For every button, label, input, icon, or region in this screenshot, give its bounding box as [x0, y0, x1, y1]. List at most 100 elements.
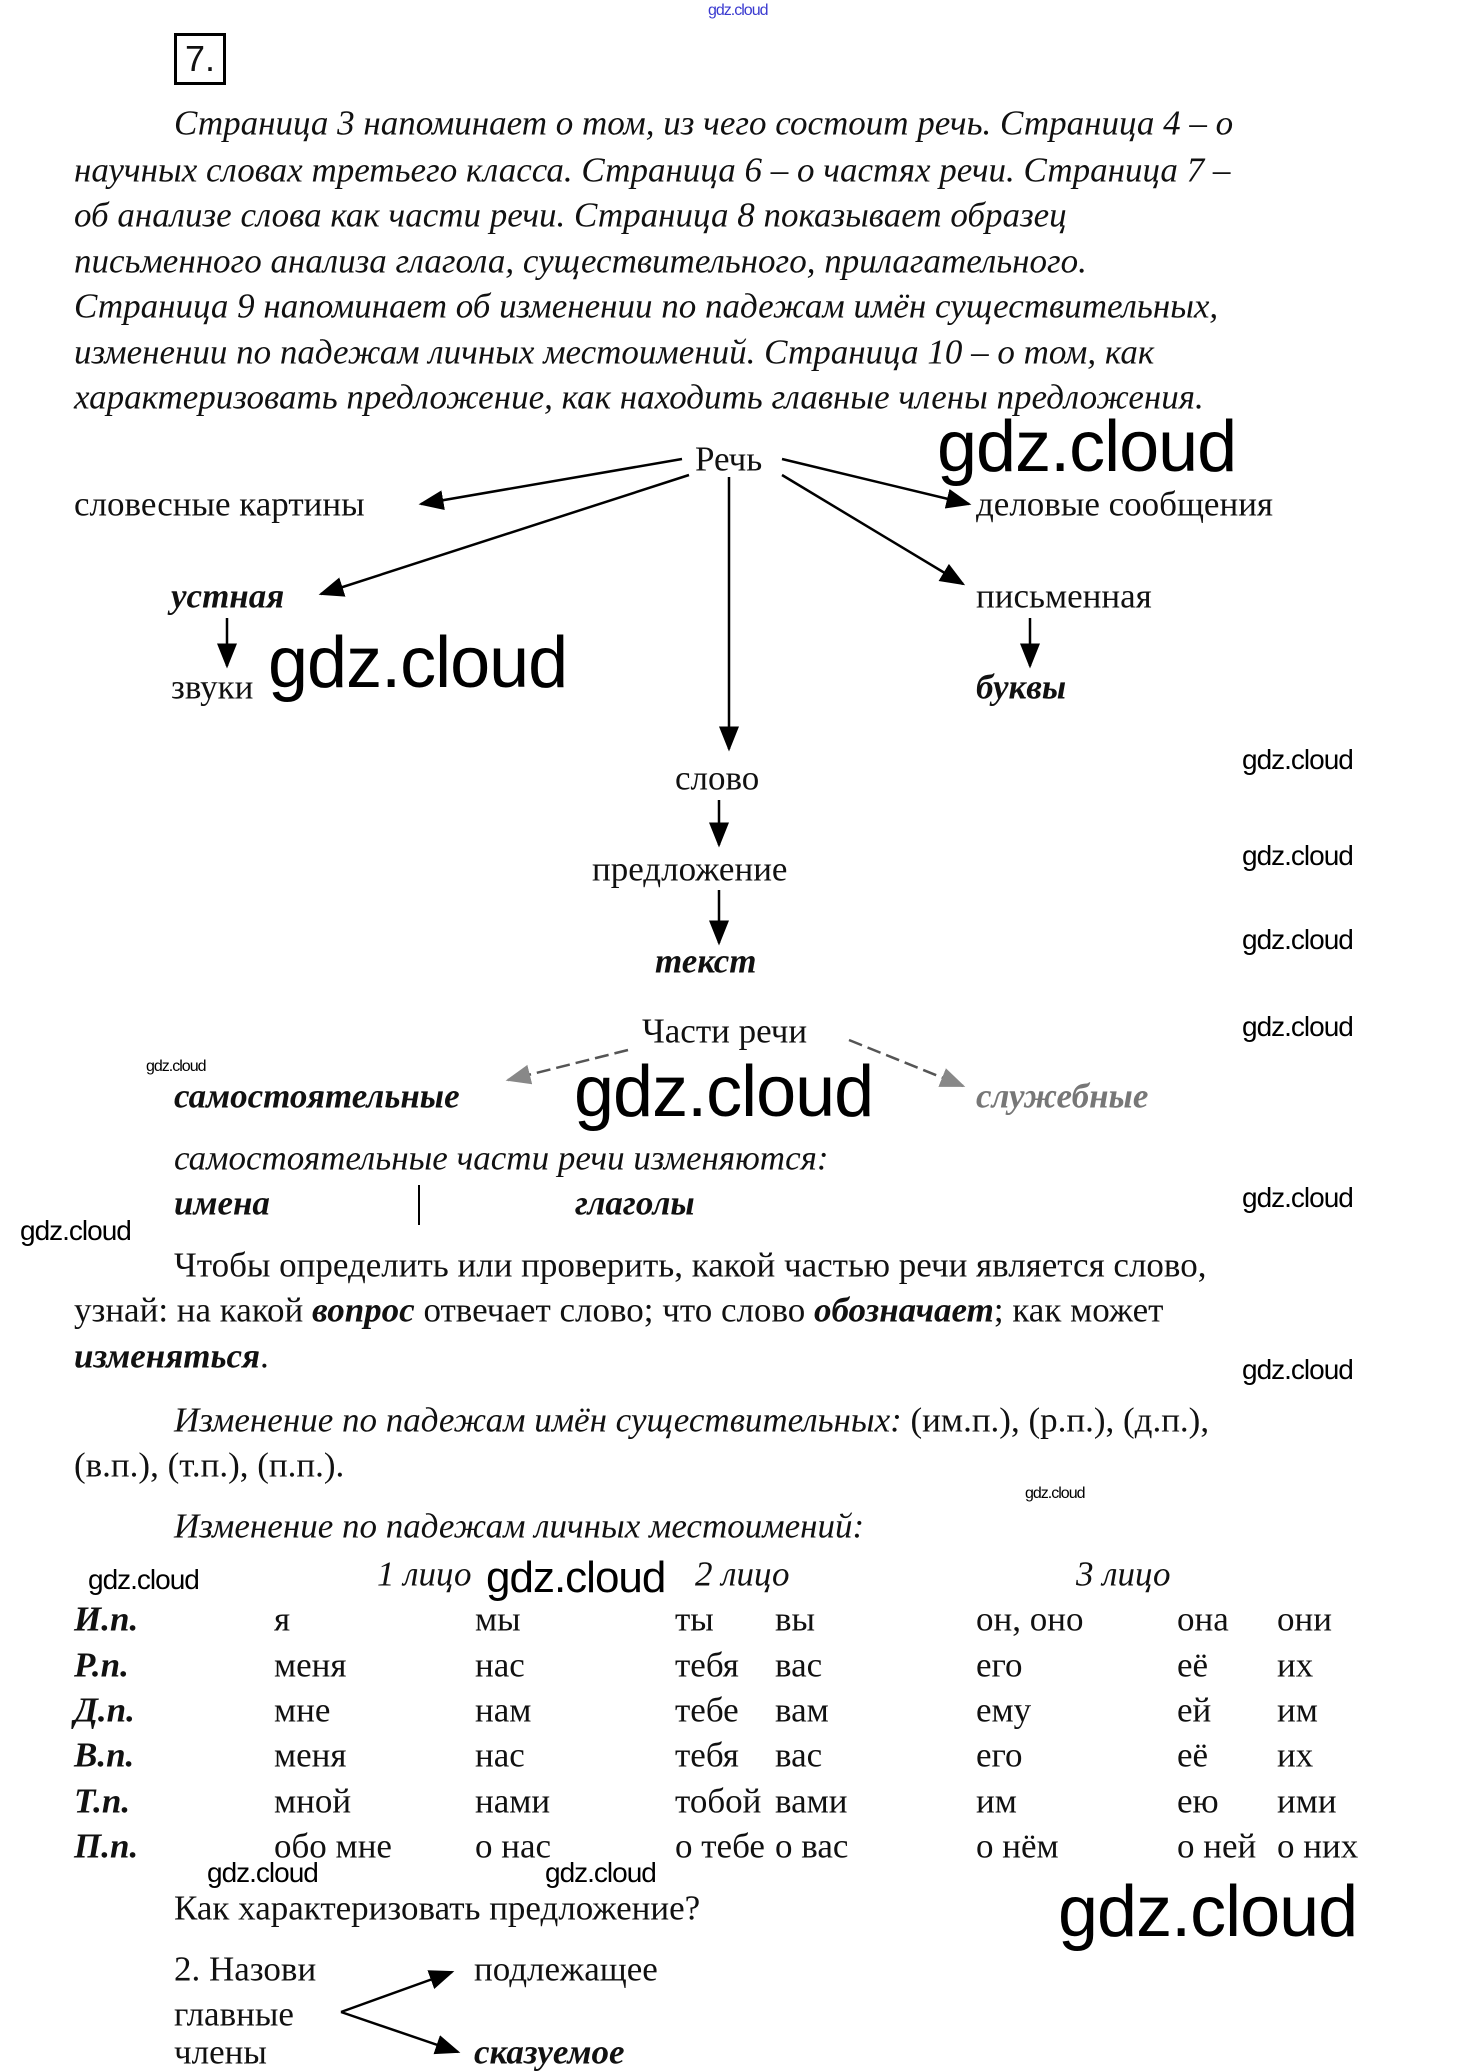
predicate: сказуемое	[474, 2032, 625, 2072]
case-label: И.п.	[74, 1599, 139, 1639]
word: слово	[675, 758, 760, 798]
check-line: узнай: на какой вопрос отвечает слово; ч…	[74, 1293, 1163, 1328]
pronoun-cell: им	[976, 1781, 1017, 1821]
pronoun-cell: вами	[775, 1781, 848, 1821]
watermark: gdz.cloud	[545, 1857, 657, 1888]
text-span: .	[260, 1336, 269, 1376]
arrow-to-predicate	[340, 2010, 461, 2055]
change-note: самостоятельные части речи изменяются:	[174, 1138, 829, 1178]
pronoun-cell: они	[1277, 1599, 1332, 1639]
case-label: П.п.	[74, 1826, 139, 1866]
person-header: 3 лицо	[1076, 1554, 1171, 1594]
pronoun-cell: о ней	[1177, 1826, 1257, 1866]
case-label: В.п.	[74, 1735, 135, 1775]
pronoun-cell: о нас	[475, 1826, 552, 1866]
check-line: Чтобы определить или проверить, какой ча…	[174, 1245, 1207, 1285]
watermark: gdz.cloud	[937, 407, 1237, 487]
oral-speech: устная	[171, 576, 285, 616]
noun-cases-line: (в.п.), (т.п.), (п.п.).	[74, 1445, 345, 1485]
paragraph-line: письменного анализа глагола, существител…	[74, 241, 1087, 281]
pronoun-cell: о тебе	[675, 1826, 765, 1866]
step-line: главные	[174, 1994, 294, 2034]
pronoun-cell: их	[1277, 1645, 1314, 1685]
paragraph-line: Страница 3 напоминает о том, из чего сос…	[174, 103, 1234, 143]
case-label: Р.п.	[74, 1645, 129, 1685]
pronoun-cell: вы	[775, 1599, 816, 1639]
pronoun-cell: ты	[675, 1599, 714, 1639]
parts-of-speech-root: Части речи	[642, 1011, 808, 1051]
written-speech: письменная	[976, 576, 1152, 616]
sounds: звуки	[171, 667, 254, 707]
pronoun-cell: я	[274, 1599, 291, 1639]
pronoun-cell: нас	[475, 1645, 525, 1685]
step-line: 2. Назови	[174, 1949, 317, 1989]
watermark: gdz.cloud	[20, 1215, 132, 1246]
business-messages: деловые сообщения	[976, 484, 1274, 524]
emphasis-question: вопрос	[312, 1290, 415, 1330]
text-span: ; как может	[993, 1290, 1164, 1330]
sentence-question: Как характеризовать предложение?	[174, 1888, 701, 1928]
pronoun-cell: их	[1277, 1735, 1314, 1775]
pronoun-cell: нас	[475, 1735, 525, 1775]
pronoun-cell: он, оно	[976, 1599, 1084, 1639]
pronoun-cell: его	[976, 1645, 1023, 1685]
pronoun-cell: вас	[775, 1735, 823, 1775]
watermark: gdz.cloud	[1242, 1354, 1354, 1385]
watermark: gdz.cloud	[268, 623, 568, 703]
text: текст	[655, 941, 757, 981]
pronoun-cell: её	[1177, 1645, 1209, 1685]
arrow-to-business	[781, 457, 972, 509]
emphasis-change: изменяться	[74, 1336, 261, 1376]
person-header: 1 лицо	[377, 1554, 472, 1594]
pronoun-cell: нами	[475, 1781, 551, 1821]
person-header: 2 лицо	[695, 1554, 790, 1594]
verbal-pictures: словесные картины	[74, 484, 365, 524]
pronoun-cell: тебе	[675, 1690, 739, 1730]
speech-root: Речь	[695, 439, 763, 479]
watermark: gdz.cloud	[1242, 840, 1354, 871]
paragraph-line: научных словах третьего класса. Страница…	[74, 150, 1231, 190]
arrow-to-oral	[318, 473, 690, 597]
paragraph-line: изменении по падежам личных местоимений.…	[74, 332, 1155, 372]
text-span: отвечает слово; что слово	[414, 1290, 814, 1330]
emphasis-meaning: обозначает	[814, 1290, 994, 1330]
pronoun-cell: о вас	[775, 1826, 849, 1866]
watermark: gdz.cloud	[207, 1857, 319, 1888]
subject: подлежащее	[474, 1949, 658, 1989]
pronoun-table-title: Изменение по падежам личных местоимений:	[174, 1506, 865, 1546]
pronoun-cell: его	[976, 1735, 1023, 1775]
pronoun-cell: ими	[1277, 1781, 1337, 1821]
watermark: gdz.cloud	[1242, 744, 1354, 775]
pronoun-cell: она	[1177, 1599, 1229, 1639]
case-label: Д.п.	[74, 1690, 135, 1730]
watermark: gdz.cloud	[1242, 1182, 1354, 1213]
arrow-to-independent	[505, 1048, 629, 1085]
pronoun-cell: вам	[775, 1690, 829, 1730]
sentence: предложение	[592, 849, 788, 889]
watermark: gdz.cloud	[1242, 924, 1354, 955]
pronoun-cell: мы	[475, 1599, 521, 1639]
top-watermark: gdz.cloud	[708, 2, 768, 19]
watermark: gdz.cloud	[1242, 1011, 1354, 1042]
pronoun-cell: меня	[274, 1645, 347, 1685]
noun-cases-line: Изменение по падежам имён существительны…	[174, 1403, 1209, 1438]
pronoun-cell: её	[1177, 1735, 1209, 1775]
paragraph-line: об анализе слова как части речи. Страниц…	[74, 195, 1067, 235]
watermark: gdz.cloud	[146, 1058, 206, 1075]
pronoun-cell: мне	[274, 1690, 331, 1730]
watermark: gdz.cloud	[1025, 1485, 1085, 1502]
watermark: gdz.cloud	[574, 1052, 874, 1132]
case-label: Т.п.	[74, 1781, 131, 1821]
paragraph-line: характеризовать предложение, как находит…	[74, 377, 1204, 417]
pronoun-cell: обо мне	[274, 1826, 392, 1866]
watermark: gdz.cloud	[486, 1553, 666, 1602]
pronoun-cell: тебя	[675, 1735, 739, 1775]
pronoun-cell: мной	[274, 1781, 352, 1821]
pronoun-cell: ей	[1177, 1690, 1212, 1730]
independent-parts: самостоятельные	[174, 1076, 460, 1116]
letters: буквы	[976, 667, 1067, 707]
pronoun-cell: им	[1277, 1690, 1318, 1730]
paragraph-line: Страница 9 напоминает об изменении по па…	[74, 286, 1219, 326]
arrow-to-auxiliary	[848, 1038, 966, 1088]
